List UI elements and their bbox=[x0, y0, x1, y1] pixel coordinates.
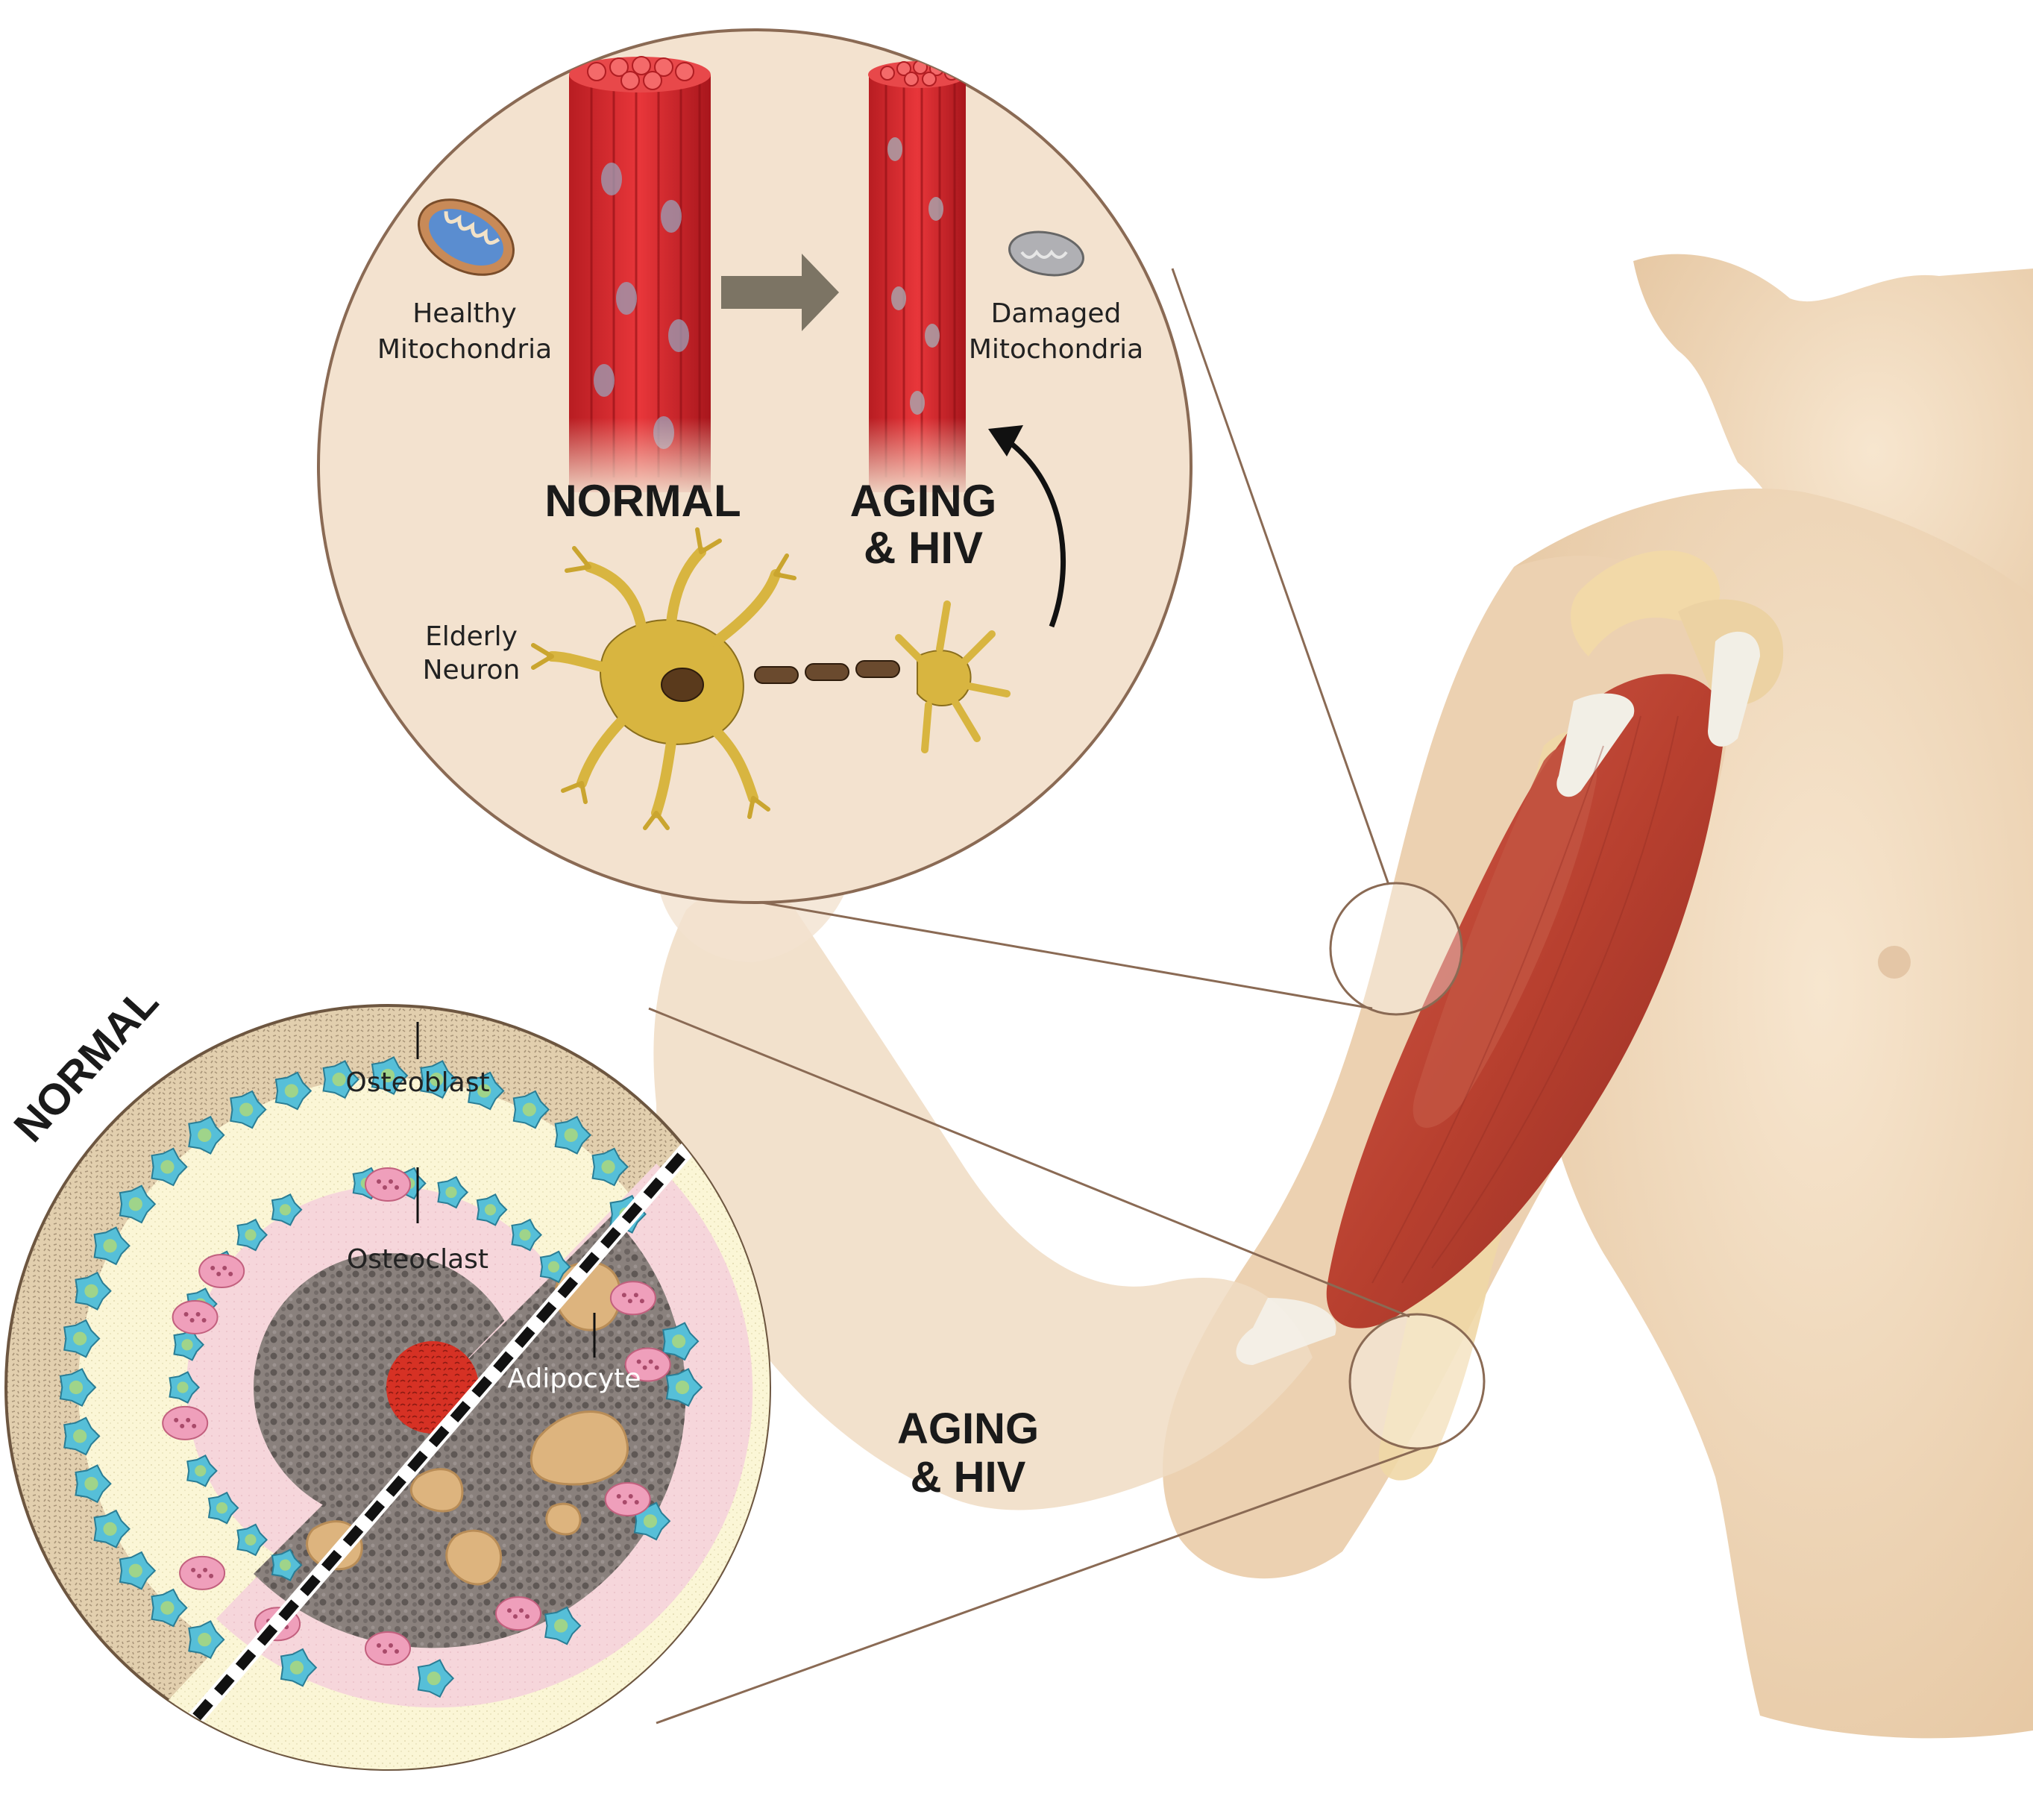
osteoblast-cell bbox=[207, 1491, 239, 1525]
bone-zoom-circle bbox=[1348, 1313, 1486, 1450]
osteoblast-cell bbox=[186, 1454, 218, 1487]
aging-half bbox=[168, 1111, 770, 1769]
osteoclast-cell bbox=[604, 1482, 651, 1517]
healthy-mitochondrion-icon bbox=[418, 198, 515, 276]
osteoblast-cell bbox=[274, 1071, 312, 1111]
osteoblast-cell bbox=[119, 1551, 157, 1590]
osteoblast-cell bbox=[420, 1060, 457, 1099]
osteoclast-cell bbox=[624, 1347, 671, 1382]
biceps-tendon-2 bbox=[1556, 693, 1635, 797]
aging-muscle-fiber bbox=[864, 60, 972, 500]
osteoblast-cell bbox=[93, 1226, 131, 1266]
osteoclast-cell bbox=[172, 1299, 219, 1334]
muscle-inset: Healthy Mitochondria Damaged Mitochondri… bbox=[317, 28, 1193, 904]
osteoclast-cell bbox=[609, 1281, 656, 1316]
biceps-tendon bbox=[1708, 631, 1760, 747]
osteoblast-cell bbox=[371, 1055, 409, 1096]
osteoblast-cell bbox=[236, 1523, 268, 1557]
osteoclast-cell bbox=[198, 1253, 245, 1288]
osteoblast-cell bbox=[169, 1371, 200, 1404]
bone-inset: Osteoblast Osteoclast Adipocyte NORMAL A… bbox=[4, 978, 1039, 1771]
osteoblast-cell bbox=[437, 1176, 469, 1209]
bone-aging-label-2: & HIV bbox=[911, 1453, 1026, 1502]
osteoclast-cell bbox=[365, 1631, 411, 1666]
forearm-tendon bbox=[1236, 1298, 1336, 1365]
osteoclast-cell bbox=[365, 1167, 411, 1202]
osteoblast-cell bbox=[662, 1322, 700, 1361]
osteoblast-cell bbox=[468, 1071, 505, 1111]
elderly-neuron-icon bbox=[531, 527, 1011, 830]
osteoblast-cell bbox=[93, 1509, 131, 1548]
osteoblast-ring-outer bbox=[59, 1055, 703, 1698]
damaged-mitochondria-label-2: Mitochondria bbox=[969, 334, 1143, 365]
osteoblast-cell bbox=[151, 1588, 188, 1628]
muscle-aging-label: AGING bbox=[850, 476, 997, 526]
osteoclast-label: Osteoclast bbox=[347, 1244, 488, 1275]
osteoblast-cell bbox=[271, 1548, 303, 1582]
biceps-short-head bbox=[1413, 743, 1597, 1129]
biceps-muscle bbox=[1326, 674, 1725, 1328]
adipocyte-label: Adipocyte bbox=[507, 1364, 641, 1394]
osteoblast-cell bbox=[544, 1606, 582, 1645]
osteoblast-cell bbox=[554, 1115, 592, 1155]
healthy-mitochondria-label: Healthy bbox=[412, 298, 517, 329]
osteoblast-cell bbox=[665, 1367, 703, 1408]
osteoblast-cell bbox=[280, 1648, 318, 1687]
osteoblast-cell bbox=[59, 1367, 97, 1408]
osteoclast-cell bbox=[162, 1405, 209, 1440]
osteoblast-cell bbox=[512, 1090, 550, 1129]
nipple bbox=[1878, 946, 1911, 979]
osteoblast-cell bbox=[230, 1090, 267, 1129]
muscle-normal-label: NORMAL bbox=[544, 476, 741, 526]
osteoblast-cell bbox=[63, 1416, 101, 1456]
osteoblast-cell bbox=[271, 1193, 303, 1226]
elderly-neuron-label: Elderly bbox=[425, 621, 518, 652]
osteoblast-cell bbox=[75, 1464, 112, 1504]
progression-arrow bbox=[721, 254, 839, 331]
healthy-mitochondria-label-2: Mitochondria bbox=[377, 334, 552, 365]
osteoblast-cell bbox=[75, 1271, 112, 1311]
clavicle bbox=[1571, 550, 1721, 656]
osteoblast-cell bbox=[63, 1319, 101, 1358]
osteoblast-cell bbox=[188, 1620, 225, 1660]
osteoblast-cell bbox=[322, 1060, 359, 1099]
neuron-to-muscle-arrow bbox=[1005, 438, 1066, 628]
osteoclast-cell bbox=[179, 1555, 226, 1590]
osteoblast-label: Osteoblast bbox=[345, 1067, 489, 1098]
elderly-neuron-label-2: Neuron bbox=[423, 655, 521, 685]
osteoblast-cell bbox=[511, 1218, 543, 1252]
bone-aging-label: AGING bbox=[897, 1405, 1039, 1453]
osteoblast-cell bbox=[151, 1147, 188, 1187]
osteoblast-cell bbox=[119, 1184, 157, 1224]
osteoblast-cell bbox=[188, 1115, 225, 1155]
osteoblast-cell bbox=[236, 1218, 268, 1252]
muscle-zoom-circle bbox=[1329, 882, 1463, 1016]
forearm bbox=[653, 886, 1313, 1510]
osteoblast-cell bbox=[539, 1250, 571, 1284]
osteoblast-cell bbox=[476, 1193, 508, 1226]
osteoblast-cell bbox=[591, 1147, 629, 1187]
muscle-aging-label-2: & HIV bbox=[864, 523, 983, 573]
osteoclast-cells bbox=[162, 1167, 671, 1666]
muscle-inset-background bbox=[317, 28, 1193, 904]
normal-muscle-fiber bbox=[563, 56, 717, 500]
osteoclast-cell bbox=[495, 1596, 541, 1631]
osteoblast-cell bbox=[633, 1502, 671, 1541]
damaged-mitochondria-label: Damaged bbox=[991, 298, 1122, 329]
osteoblast-cell bbox=[417, 1659, 455, 1698]
damaged-mitochondrion-icon bbox=[1008, 230, 1084, 277]
